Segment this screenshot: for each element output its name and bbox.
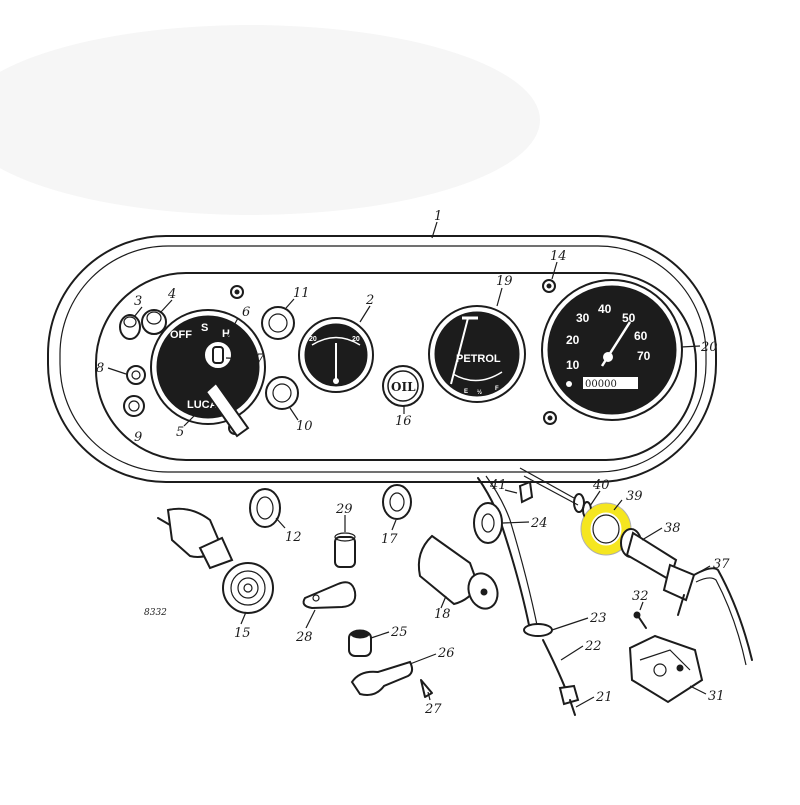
petrol-label: PETROL [456,353,501,365]
callout-22: 22 [584,639,602,654]
part-37-choke-cable [693,567,753,666]
part-15-switch-knob [157,507,274,614]
part-12-washer [249,488,281,528]
part-29-spacer [334,532,356,568]
instrument-panel [47,235,717,483]
callout-32: 32 [632,589,649,604]
speed-50: 50 [622,311,636,325]
part-27-screw [420,679,433,698]
speed-10: 10 [566,358,580,372]
ammeter: 20 20 [298,317,374,393]
part-38-choke-body [620,528,696,616]
callout-37: 37 [713,557,730,572]
callout-41: 41 [489,478,507,493]
callout-28: 28 [295,630,313,645]
callout-14: 14 [550,249,567,264]
callout-26: 26 [437,646,455,661]
speed-70: 70 [637,349,651,363]
callout-39: 39 [626,489,643,504]
switch-s-marking: S [201,322,208,334]
callout-29: 29 [335,502,353,517]
callout-5: 5 [176,425,184,440]
warning-light-11 [261,306,295,340]
callout-11: 11 [293,286,310,301]
callout-labels: 1 2 3 4 5 6 7 8 9 10 11 12 14 15 16 17 1… [96,209,730,717]
callout-38: 38 [664,521,681,536]
part-18-lamp-holder [417,534,499,610]
callout-19: 19 [496,274,513,289]
callout-18: 18 [434,607,451,622]
part-28-bracket [302,581,357,610]
callout-17: 17 [381,532,398,547]
callout-2: 2 [365,293,374,308]
speed-40: 40 [598,302,612,316]
callout-15: 15 [234,626,251,641]
leader-lines [107,221,711,708]
warning-lamp-4 [141,309,167,335]
callout-31: 31 [708,689,725,704]
callout-10: 10 [296,419,313,434]
part-22-speedo-cable [523,623,580,716]
panel-lamp-8 [126,365,146,385]
part-26-clip [350,660,414,696]
speedometer: 10 20 30 40 50 60 70 00000 [541,279,683,421]
fuel-scale-e: E [464,389,468,395]
warning-light-10 [265,376,299,410]
callout-40: 40 [592,478,610,493]
speed-60: 60 [634,329,648,343]
ammeter-plus-label: 20 [352,336,360,343]
part-32-screw [633,611,647,629]
callout-7: 7 [256,352,265,367]
odometer-readout: 00000 [585,379,617,390]
oil-pressure-gauge: OIL [382,365,424,407]
callout-9: 9 [134,430,142,445]
lighting-switch: OFF S H LUCAS [150,309,266,438]
callout-16: 16 [395,414,412,429]
callout-6: 6 [242,305,250,320]
callout-3: 3 [134,294,142,309]
fuel-gauge: PETROL E ½ F [428,305,526,403]
callout-24: 24 [530,516,548,531]
part-24-grommet-and-cable [473,475,539,631]
callout-8: 8 [96,361,104,376]
callout-25: 25 [390,625,408,640]
callout-4: 4 [167,287,176,302]
panel-lamp-9 [123,395,145,417]
callout-27: 27 [424,702,442,717]
ammeter-minus-label: 20 [309,336,317,343]
fuel-scale-half: ½ [477,389,482,396]
callout-1: 1 [434,209,442,224]
switch-lever [204,381,250,438]
switch-off-marking: OFF [170,329,192,341]
part-17-washer [382,484,412,520]
callout-21: 21 [595,690,613,705]
paper-shading [0,25,540,215]
part-41-clip [518,480,534,504]
part-25-grommet [348,629,372,657]
speed-20: 20 [566,333,580,347]
switch-h-marking: H [222,328,230,340]
drawing-number: 8332 [144,608,167,618]
callout-23: 23 [589,611,607,626]
oil-label: OIL [391,380,416,394]
fuel-scale-f: F [495,386,499,392]
callout-20: 20 [700,340,718,355]
callout-12: 12 [285,530,302,545]
speed-30: 30 [576,311,590,325]
part-39-washer-highlighted [580,502,632,556]
warning-lamp-3 [119,314,141,340]
part-31-switch-unit [628,634,704,704]
